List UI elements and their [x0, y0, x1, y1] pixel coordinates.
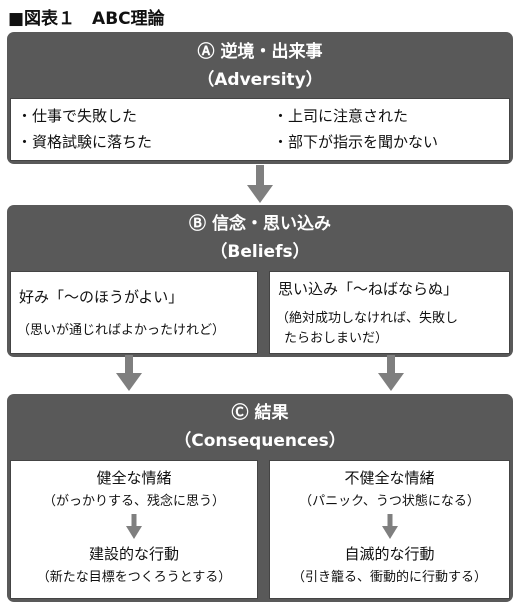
self-defeating-behavior-note: （引き籠る、衝動的に行動する） [291, 570, 487, 585]
constructive-behavior: 建設的な行動 [88, 545, 179, 563]
constructive-behavior-note: （新たな目標をつくろうとする） [36, 570, 232, 585]
irrational-belief-note: （絶対成功しなければ、失敗し [276, 311, 459, 326]
adversity-title: Ⓐ 逆境・出来事 [197, 42, 323, 62]
rational-belief-box: 好み「〜のほうがよい」 （思いが通じればよかったけれど） [10, 271, 258, 354]
adversity-item: ・上司に注意された [273, 107, 409, 125]
consequences-panel: Ⓒ 結果 （Consequences） 健全な情緒 （がっかりする、残念に思う）… [7, 394, 513, 602]
adversity-item: ・仕事で失敗した [17, 107, 138, 125]
figure-title: ■図表１ ABC理論 [8, 9, 165, 29]
adversity-examples-box: ・仕事で失敗した ・資格試験に落ちた ・上司に注意された ・部下が指示を聞かない [10, 98, 510, 161]
healthy-emotion-note: （がっかりする、残念に思う） [42, 494, 225, 509]
adversity-subtitle: （Adversity） [197, 70, 323, 90]
unhealthy-emotion: 不健全な情緒 [344, 469, 435, 487]
irrational-belief-note: たらおしまいだ） [284, 331, 389, 346]
healthy-emotion: 健全な情緒 [96, 469, 172, 487]
unhealthy-consequence-box: 不健全な情緒 （パニック、うつ状態になる） 自滅的な行動 （引き籠る、衝動的に行… [269, 460, 510, 599]
irrational-belief: 思い込み「〜ねばならぬ」 [278, 280, 459, 298]
adversity-panel: Ⓐ 逆境・出来事 （Adversity） ・仕事で失敗した ・資格試験に落ちた … [7, 32, 513, 164]
down-arrow-icon [378, 355, 404, 391]
down-arrow-icon [116, 355, 142, 391]
consequences-title: Ⓒ 結果 [231, 403, 289, 423]
adversity-item: ・資格試験に落ちた [17, 133, 153, 151]
irrational-belief-box: 思い込み「〜ねばならぬ」 （絶対成功しなければ、失敗し たらおしまいだ） [269, 271, 510, 354]
down-arrow-icon [382, 514, 398, 539]
rational-belief-note: （思いが通じればよかったけれど） [17, 323, 226, 338]
consequences-subtitle: （Consequences） [174, 431, 346, 451]
beliefs-title: Ⓑ 信念・思い込み [189, 214, 331, 234]
rational-belief: 好み「〜のほうがよい」 [19, 288, 184, 306]
beliefs-panel: Ⓑ 信念・思い込み （Beliefs） 好み「〜のほうがよい」 （思いが通じれば… [7, 205, 513, 357]
unhealthy-emotion-note: （パニック、うつ状態になる） [299, 494, 480, 509]
down-arrow-icon [126, 514, 142, 539]
beliefs-subtitle: （Beliefs） [210, 242, 310, 262]
down-arrow-icon [247, 165, 273, 203]
adversity-item: ・部下が指示を聞かない [273, 133, 439, 151]
healthy-consequence-box: 健全な情緒 （がっかりする、残念に思う） 建設的な行動 （新たな目標をつくろうと… [10, 460, 258, 599]
self-defeating-behavior: 自滅的な行動 [344, 545, 435, 563]
